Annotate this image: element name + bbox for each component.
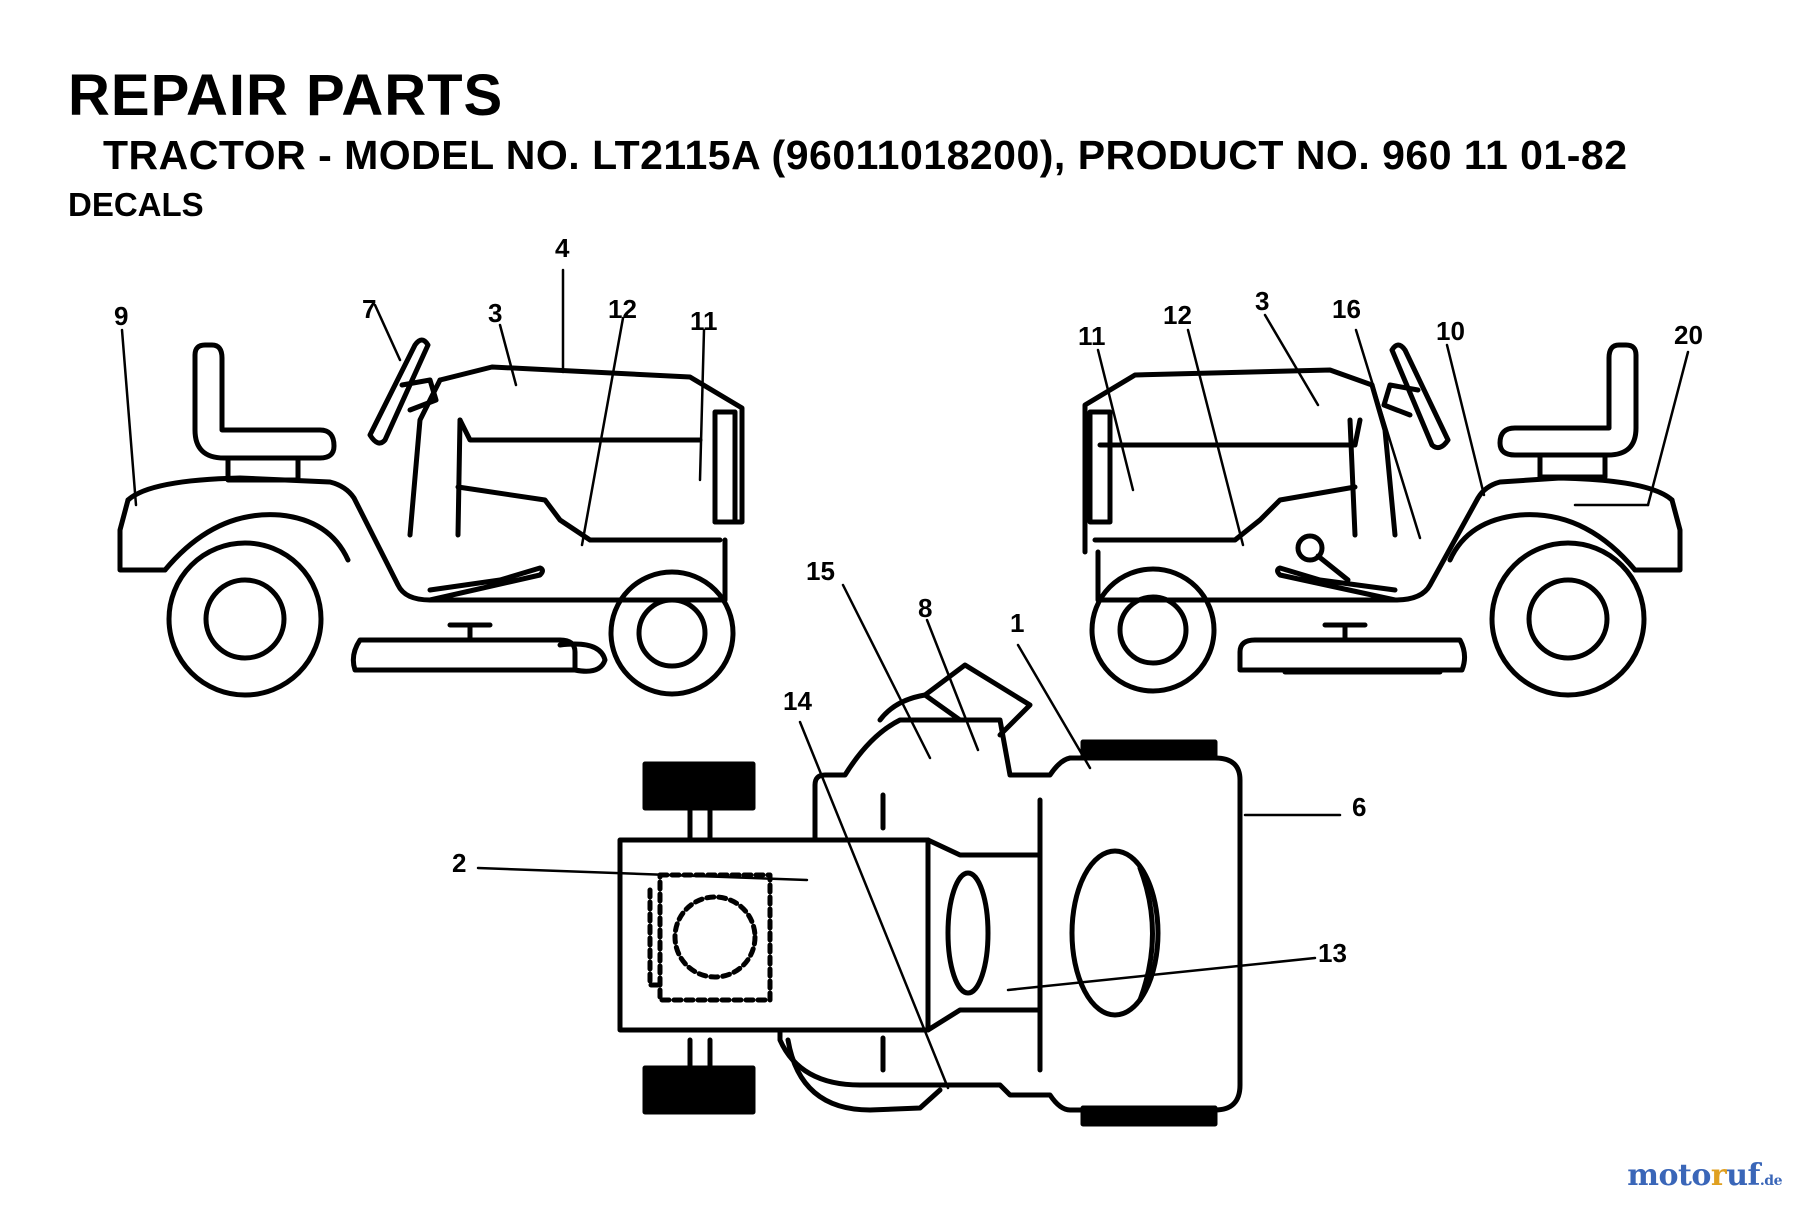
page-title: REPAIR PARTS [68, 63, 504, 128]
callout-9: 9 [114, 301, 128, 331]
callout-16: 16 [1332, 294, 1361, 324]
callout-3: 3 [1255, 286, 1269, 316]
section-heading: DECALS [68, 186, 204, 223]
callout-1: 1 [1010, 608, 1024, 638]
tractor-top-view [617, 662, 1243, 1127]
callout-labels-left: 9 7 3 4 12 11 [114, 233, 718, 336]
callout-8: 8 [918, 593, 932, 623]
leader-lines [120, 268, 1690, 1090]
model-subtitle: TRACTOR - MODEL NO. LT2115A (96011018200… [103, 132, 1628, 178]
callout-11: 11 [690, 306, 718, 336]
callout-12: 12 [1163, 300, 1192, 330]
callout-3: 3 [488, 298, 502, 328]
callout-6: 6 [1352, 792, 1366, 822]
tractor-left-side-view [117, 337, 745, 698]
callout-labels-right: 11 12 3 16 10 20 [1078, 286, 1703, 351]
callout-labels-top: 15 8 1 14 6 2 13 [452, 556, 1366, 968]
callout-2: 2 [452, 848, 466, 878]
watermark-logo: motoruf.de [1627, 1158, 1782, 1193]
tractor-right-side-view [1082, 342, 1683, 698]
callout-13: 13 [1318, 938, 1347, 968]
callout-4: 4 [555, 233, 570, 263]
callout-11: 11 [1078, 321, 1106, 351]
callout-15: 15 [806, 556, 835, 586]
callout-7: 7 [362, 294, 376, 324]
callout-12: 12 [608, 294, 637, 324]
callout-14: 14 [783, 686, 812, 716]
callout-20: 20 [1674, 320, 1703, 350]
callout-10: 10 [1436, 316, 1465, 346]
